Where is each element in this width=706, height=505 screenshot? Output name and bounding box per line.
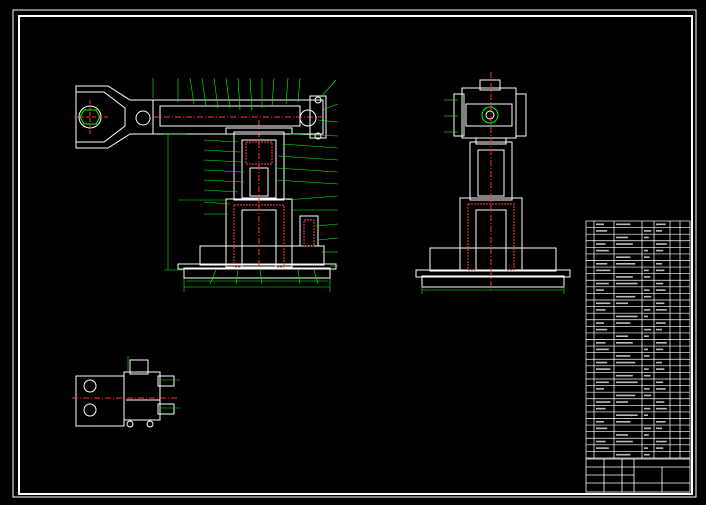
title-block: [585, 458, 691, 493]
front-base-plate: [183, 267, 331, 279]
top-dimensions: [127, 356, 180, 409]
side-base-plate: [421, 275, 565, 288]
front-view: [74, 85, 337, 279]
side-view: [415, 72, 571, 290]
top-gripper: [75, 375, 125, 427]
side-arm-head: [461, 87, 517, 139]
side-dimensions: [421, 99, 565, 294]
top-view: [72, 359, 178, 428]
front-dimensions: [152, 77, 339, 292]
front-gripper: [75, 85, 154, 149]
top-arm-block: [123, 371, 161, 421]
sheet-outer-border: [12, 9, 697, 498]
sheet-inner-border: [18, 15, 693, 495]
parts-list-table: [585, 220, 691, 459]
